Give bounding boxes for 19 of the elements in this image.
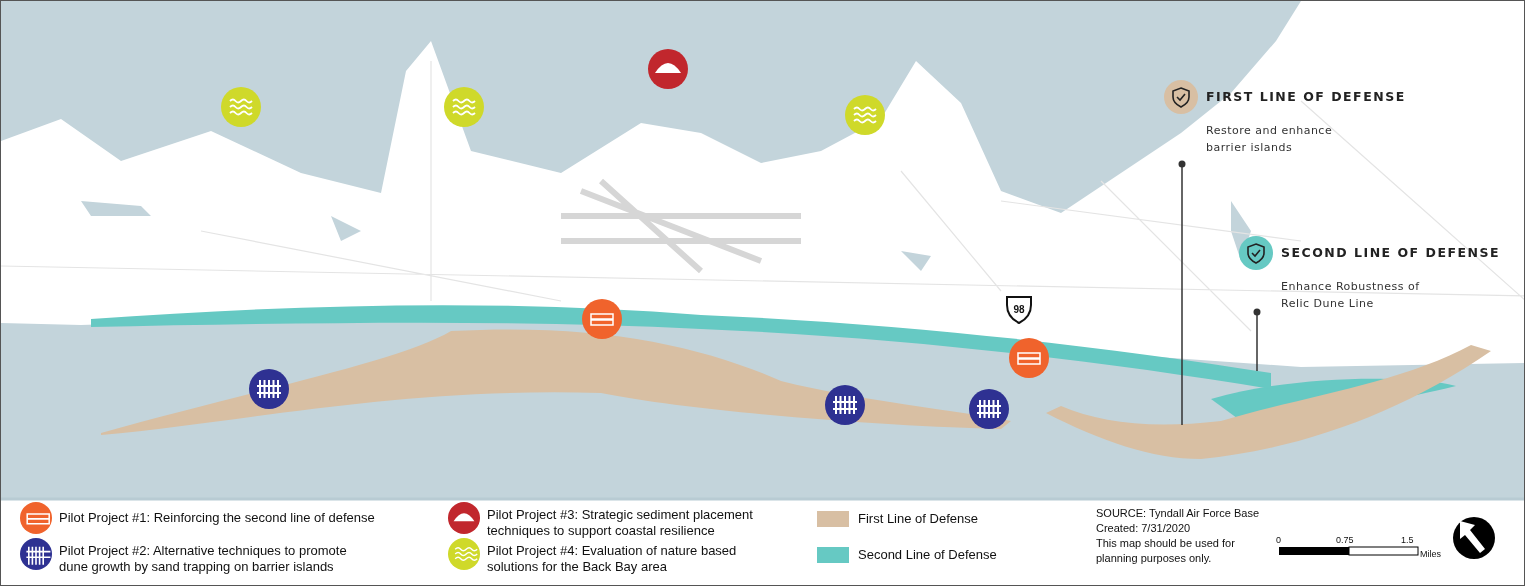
scale-label: 0 bbox=[1276, 535, 1281, 545]
callout-heading: SECOND LINE OF DEFENSE bbox=[1281, 245, 1500, 260]
callout-text: Enhance Robustness of Relic Dune Line bbox=[1281, 279, 1421, 312]
scale-label: 0.75 bbox=[1336, 535, 1354, 545]
legend-text: Pilot Project #2: Alternative techniques to promote dune growth by sand trapping on barrier islands bbox=[59, 543, 348, 575]
scale-label: 1.5 bbox=[1401, 535, 1414, 545]
callout-text: Restore and enhance barrier islands bbox=[1206, 123, 1334, 156]
scale-unit: Miles bbox=[1420, 549, 1441, 559]
source-note: SOURCE: Tyndall Air Force Base Created: 7/31/2020 This map should be used for planning purposes only. bbox=[1096, 506, 1261, 566]
legend-text: Pilot Project #1: Reinforcing the second line of defense bbox=[59, 510, 376, 526]
legend-text: Pilot Project #3: Strategic sediment placement techniques to support coastal resilience bbox=[487, 507, 754, 539]
callout bbox=[1239, 236, 1499, 308]
callout-heading: FIRST LINE OF DEFENSE bbox=[1206, 89, 1406, 104]
leader-line bbox=[1178, 160, 1186, 426]
leader-line bbox=[1253, 308, 1261, 372]
barrier-island-area bbox=[1046, 345, 1491, 459]
legend-text: First Line of Defense bbox=[858, 511, 978, 527]
legend-text: Pilot Project #4: Evaluation of nature based solutions for the Back Bay area bbox=[487, 543, 738, 575]
legend-text: Second Line of Defense bbox=[858, 547, 997, 563]
